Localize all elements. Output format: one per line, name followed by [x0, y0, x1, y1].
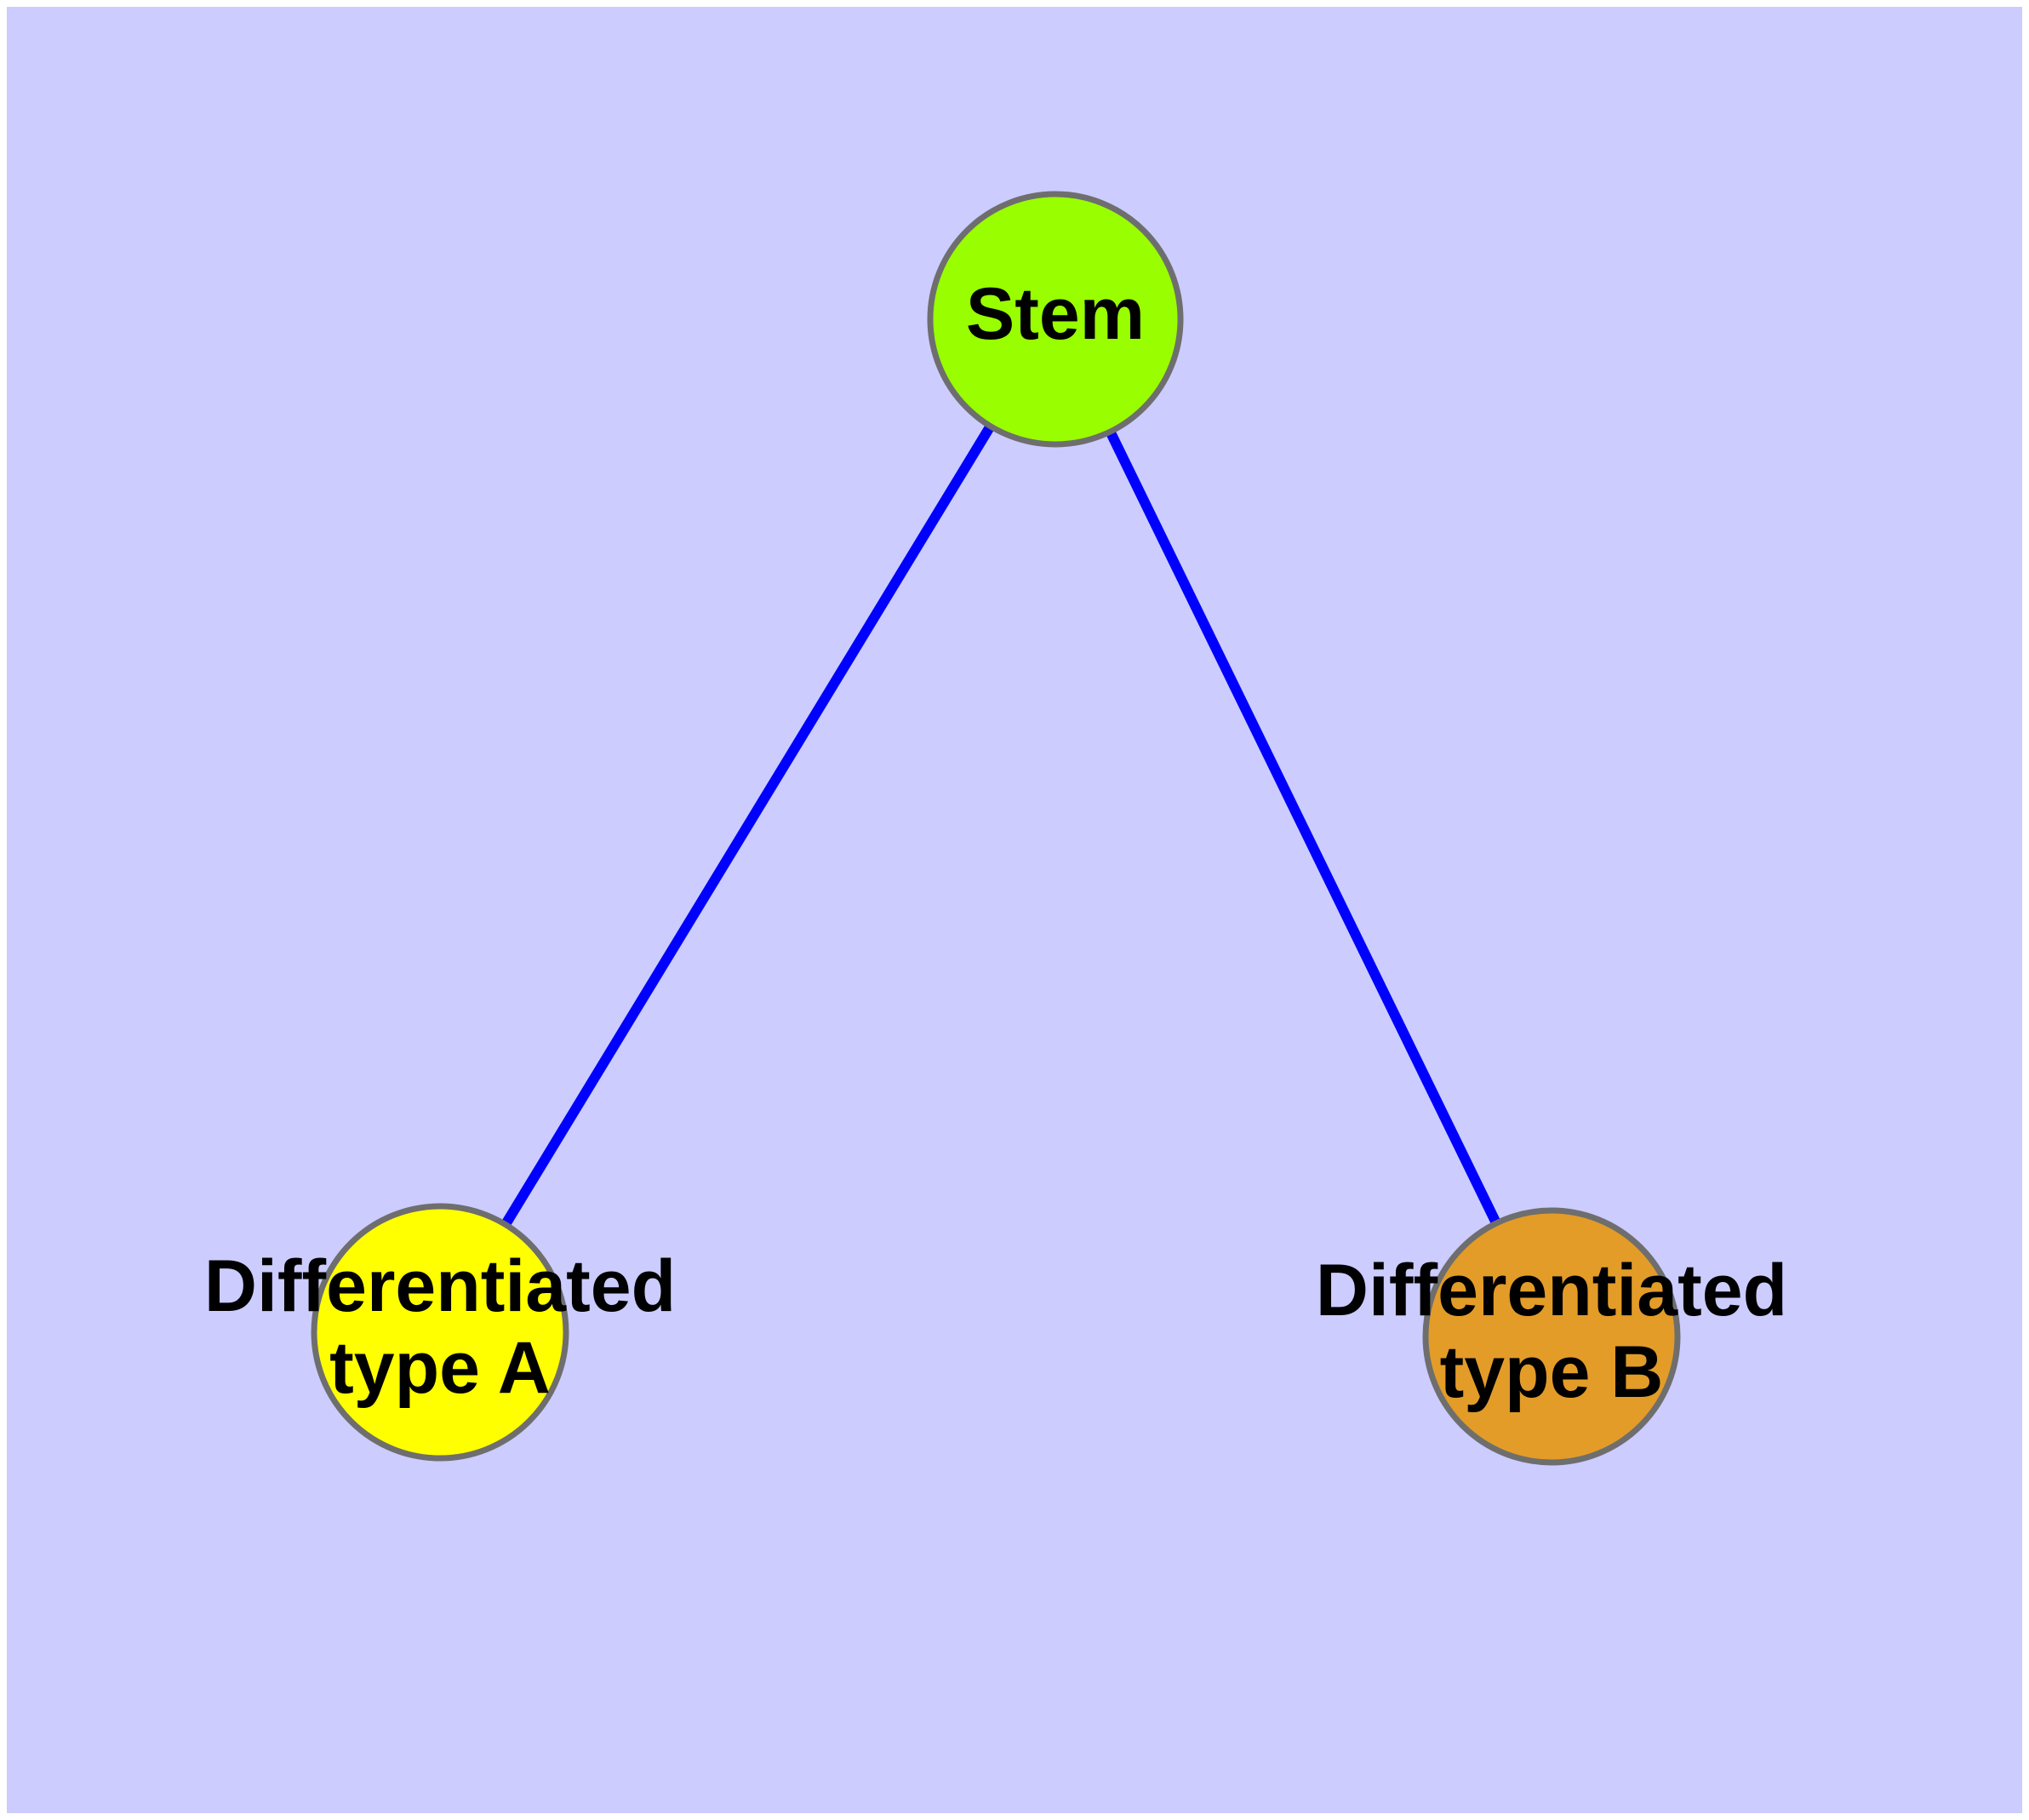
- node-label-line: type B: [1440, 1331, 1664, 1413]
- node-stem-circle[interactable]: [927, 191, 1184, 448]
- node-stem[interactable]: [927, 191, 1184, 448]
- edge-stem-to-differentiated-type-a[interactable]: [435, 316, 1060, 1336]
- nodes-layer: [311, 191, 1681, 1466]
- edge-stem-to-differentiated-type-b[interactable]: [1050, 317, 1557, 1339]
- edges-layer: [435, 316, 1557, 1339]
- node-label-line: type A: [329, 1327, 551, 1409]
- node-label-stem: Stem: [966, 273, 1145, 355]
- node-label-line: Differentiated: [1316, 1250, 1787, 1331]
- node-differentiated-type-a[interactable]: [311, 1203, 569, 1462]
- node-label-line: Differentiated: [204, 1245, 676, 1327]
- node-differentiated-type-b-circle[interactable]: [1422, 1207, 1681, 1466]
- node-differentiated-type-a-circle[interactable]: [311, 1203, 569, 1462]
- node-label-line: Stem: [966, 273, 1145, 355]
- node-differentiated-type-b[interactable]: [1422, 1207, 1681, 1466]
